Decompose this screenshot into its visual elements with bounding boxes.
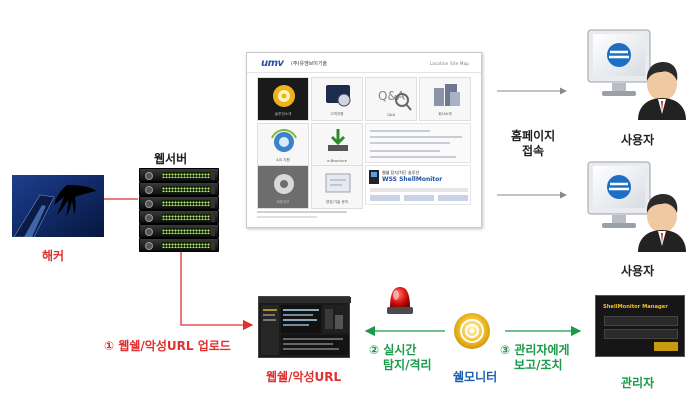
website-tile-label: 채용정보 xyxy=(276,200,290,204)
website-tile: Q&A Q&A xyxy=(365,77,417,121)
website-banner: 웹쉘 탐지/차단 솔루션 WSS ShellMonitor xyxy=(365,165,471,205)
website-tile-label: 고객지원 xyxy=(330,112,344,116)
admin-label: 관리자 xyxy=(621,376,655,390)
upload-label: ① 웹쉘/악성URL 업로드 xyxy=(104,339,231,353)
hacker-image xyxy=(12,175,104,237)
website-nav: Location Site Map xyxy=(430,61,469,66)
webshell-label: 웹쉘/악성URL xyxy=(266,370,342,384)
webserver-label: 웹서버 xyxy=(154,152,188,166)
user-computer-top xyxy=(586,28,686,120)
website-tile: 영업/기술 문의 xyxy=(311,165,363,209)
website-tile-label: 솔루션소개 xyxy=(274,112,292,116)
homepage-access-label-line2: 접속 xyxy=(522,144,545,158)
website-tile-label: 회사소개 xyxy=(438,112,452,116)
detect-label-line2: 탐지/격리 xyxy=(383,358,432,372)
user-label-bottom: 사용자 xyxy=(621,264,655,278)
website-company: (주)유엠브이기술 xyxy=(291,61,328,67)
website-header: umv (주)유엠브이기술 Location Site Map xyxy=(247,53,481,73)
rack-unit xyxy=(139,168,219,182)
website-tile: 솔루션소개 xyxy=(257,77,309,121)
user-label-top: 사용자 xyxy=(621,133,655,147)
hacker-label: 해커 xyxy=(42,249,65,263)
webshell-screen xyxy=(258,296,351,358)
website-tile-label: Q&A xyxy=(386,113,396,117)
website-tile-label: A/S 지원 xyxy=(276,158,290,162)
website-screenshot: umv (주)유엠브이기술 Location Site Map 솔루션소개 고객… xyxy=(246,52,482,228)
website-tile: 회사소개 xyxy=(419,77,471,121)
svg-text:Q&A: Q&A xyxy=(378,89,406,103)
rack-unit xyxy=(139,196,219,210)
website-tile: 고객지원 xyxy=(311,77,363,121)
admin-screen: ShellMonitor Manager xyxy=(595,295,685,357)
rack-unit xyxy=(139,224,219,238)
website-tile-label: 영업/기술 문의 xyxy=(325,200,349,204)
report-label-line1: ③ 관리자에게 xyxy=(500,343,570,357)
website-tile: 채용정보 xyxy=(257,165,309,209)
website-logo: umv xyxy=(261,58,284,69)
website-tile: e-Brochure xyxy=(311,123,363,167)
admin-screen-title: ShellMonitor Manager xyxy=(603,304,668,310)
rack-unit xyxy=(139,210,219,224)
website-tile-label: e-Brochure xyxy=(327,159,347,163)
website-footer xyxy=(257,211,347,218)
user-computer-bottom xyxy=(586,160,686,252)
homepage-access-label-line1: 홈페이지 xyxy=(511,129,556,143)
website-notice-block xyxy=(365,123,471,163)
rack-unit xyxy=(139,182,219,196)
rack-unit xyxy=(139,238,219,252)
detect-label-line1: ② 실시간 xyxy=(369,343,417,357)
banner-title: WSS ShellMonitor xyxy=(382,176,443,183)
shellmonitor-icon xyxy=(452,311,492,351)
report-label-line2: 보고/조치 xyxy=(514,358,563,372)
siren-icon xyxy=(385,284,415,316)
website-tile: A/S 지원 xyxy=(257,123,309,167)
upload-arrow xyxy=(180,251,254,331)
shellmonitor-label: 쉘모니터 xyxy=(453,370,498,384)
banner-subtitle: 웹쉘 탐지/차단 솔루션 xyxy=(382,170,420,175)
webserver-rack xyxy=(139,168,219,252)
